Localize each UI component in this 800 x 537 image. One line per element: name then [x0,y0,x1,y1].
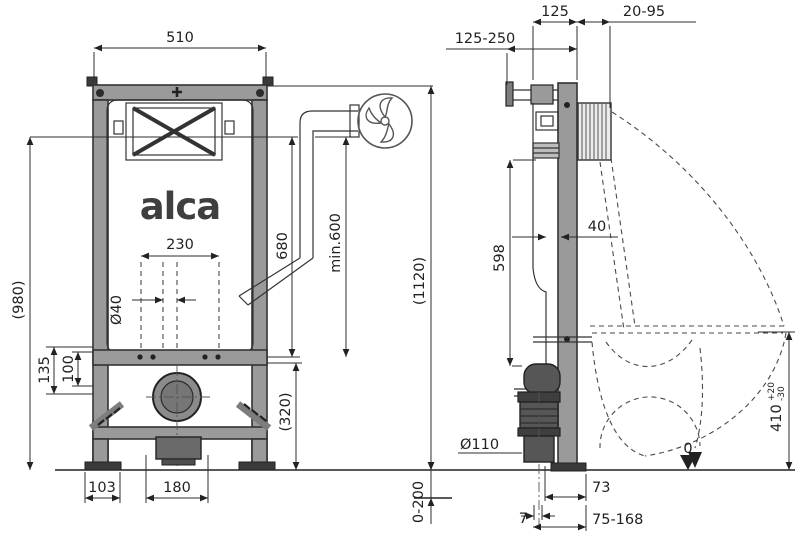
side-frame [505,81,612,472]
drain-lip [161,458,196,466]
dim-side-125-250: 125-250 [455,31,516,47]
dim-side-598: 598 [492,244,508,272]
dim-front-680: 680 [275,232,291,260]
side-view: 125 20-95 125-250 40 598 Ø110 410 [446,4,795,531]
fixing-rod-icon [235,401,272,431]
dim-front-min600: min.600 [328,213,344,273]
inspection-window [113,102,235,161]
dim-side-40: 40 [588,219,606,235]
dim-front-135: 135 [37,356,53,384]
dim-side-o110: Ø110 [460,437,499,453]
valve-handwheel-icon [357,93,413,149]
waste-opening-front [146,366,210,466]
dim-side-73: 73 [592,480,610,496]
flush-valve-box [577,102,612,161]
dim-side-20-95: 20-95 [623,4,665,20]
screw-icon [256,89,264,97]
dim-front-1120: (1120) [412,257,428,305]
dim-front-980: (980) [11,281,27,320]
dim-front-180: 180 [163,480,191,496]
floor-zero-label: 0 [683,441,692,457]
front-view: alca 510 (980) 680 min.600 (1120) [11,30,435,524]
wc-pan-outline [590,111,787,468]
dim-side-75-168: 75-168 [592,512,643,528]
dim-front-320: (320) [278,393,294,432]
cross-mark-icon [172,87,182,97]
dim-side-410-minus: -30 [777,386,787,401]
dim-front-103: 103 [88,480,116,496]
dim-front-o40: Ø40 [109,295,125,325]
side-dimensions: 125 20-95 125-250 40 598 Ø110 410 [446,4,795,531]
dim-side-410-plus: +20 [767,382,777,401]
dim-side-410: 410 +20 -30 [767,382,787,432]
dim-side-125: 125 [541,4,569,20]
screw-icon [96,89,104,97]
brand-logo: alca [140,185,221,228]
dim-front-floor-range: 0-200 [411,481,427,523]
drain-box [155,436,202,460]
floor-level-icon [680,455,696,470]
front-frame [84,76,276,471]
dim-front-100: 100 [61,355,77,383]
dim-front-width: 510 [166,30,194,46]
water-supply [238,93,413,306]
dim-side-410-value: 410 [769,404,785,432]
dim-front-230: 230 [166,237,194,253]
waste-elbow [517,363,561,530]
dim-side-7: 7 [519,511,528,527]
front-dimensions: 510 (980) 680 min.600 (1120) 0-200 230 [11,30,435,524]
fixing-rod-icon [88,401,125,431]
